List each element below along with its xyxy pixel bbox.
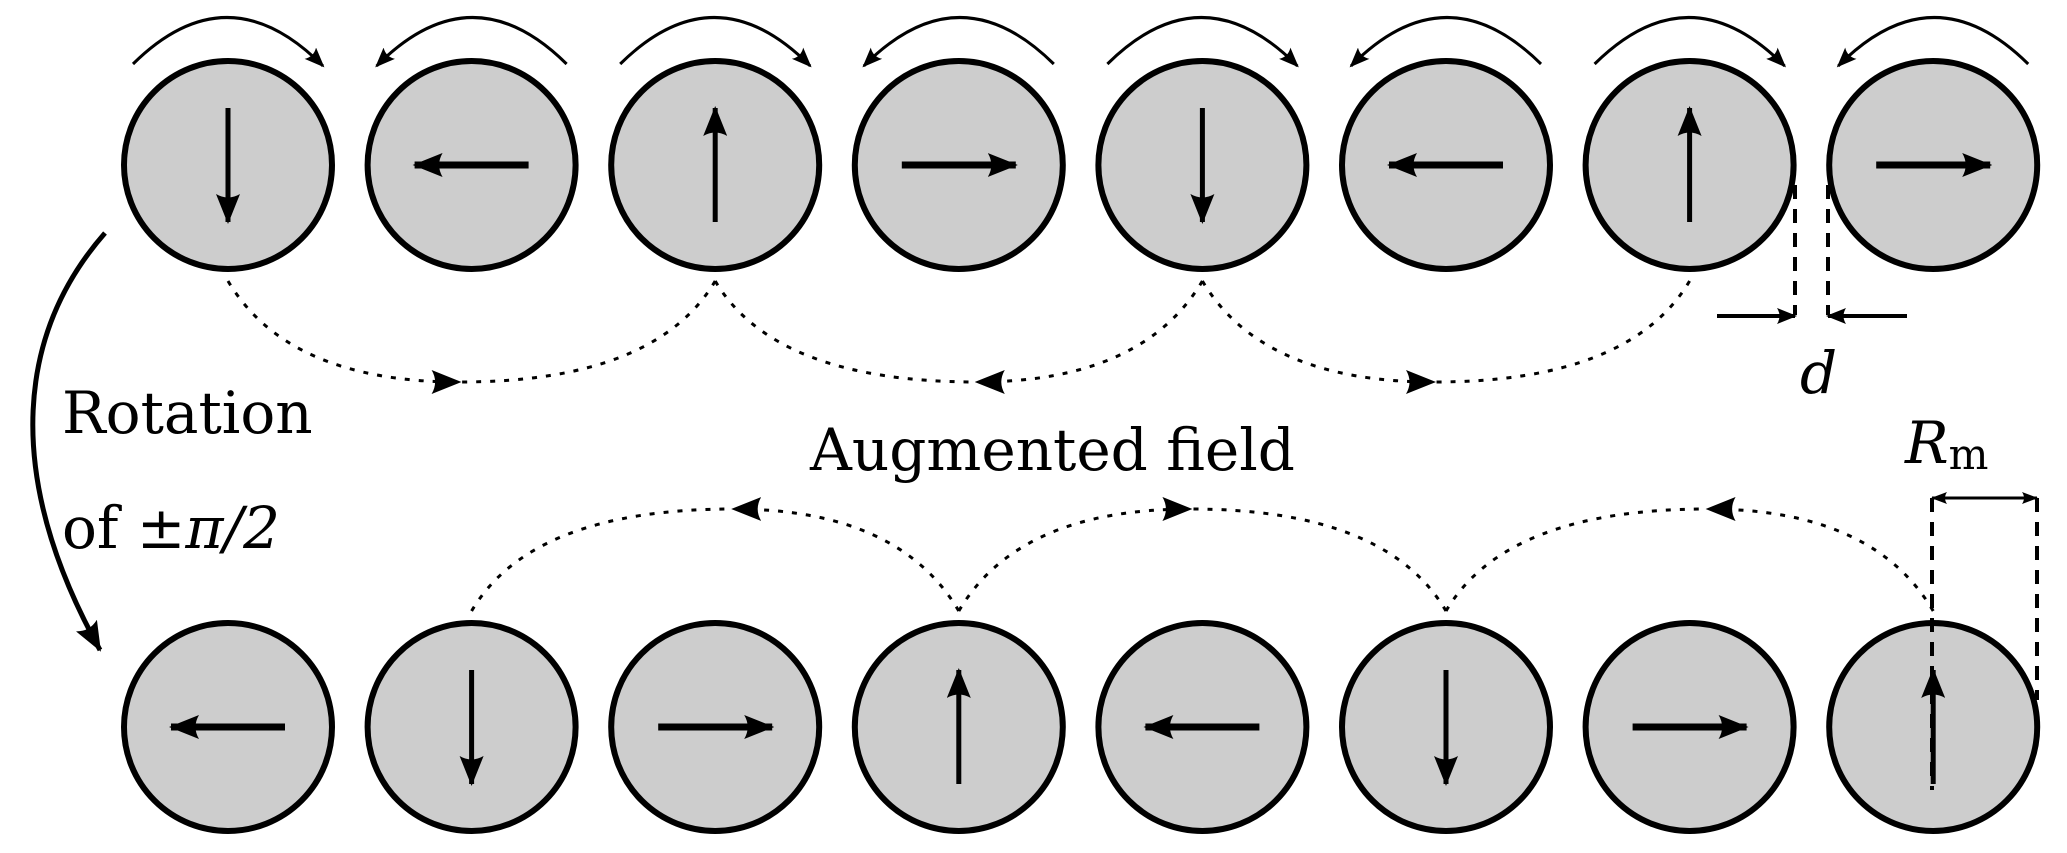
top-row-disks	[121, 58, 2041, 272]
bottom-row-disk	[364, 620, 579, 834]
top-augmented-field-arcs	[226, 280, 1691, 394]
top-row-disk	[1095, 58, 1310, 272]
clockwise-rotation-icon	[619, 16, 812, 68]
top-row-field-arc	[1201, 280, 1691, 394]
counterclockwise-rotation-icon	[1836, 16, 2030, 68]
bottom-row-disk	[1339, 620, 1553, 834]
rotation-label-line2: of ±π/2	[62, 494, 280, 562]
field-arrow-right-icon	[226, 280, 462, 394]
bottom-row-disk	[851, 620, 1066, 834]
counterclockwise-rotation-icon	[862, 16, 1055, 68]
top-row-disk	[121, 58, 335, 272]
field-arrow-right-icon	[957, 497, 1193, 612]
clockwise-rotation-icon	[1106, 16, 1299, 68]
bottom-row-disk	[1095, 620, 1310, 834]
clockwise-rotation-icon	[1593, 16, 1787, 68]
bottom-row-field-arc	[470, 497, 961, 612]
bottom-row-disk	[1582, 620, 1797, 834]
bottom-augmented-field-arcs	[470, 497, 1935, 612]
top-row-disk	[1826, 58, 2041, 272]
radius-label: Rm	[1904, 409, 1989, 479]
field-arc-segment	[1190, 507, 1448, 612]
radius-annotation: Rm	[1904, 409, 2039, 790]
field-arrow-left-icon	[974, 280, 1204, 394]
rotation-arrow-icon	[30, 231, 107, 652]
counterclockwise-rotation-icon	[375, 16, 568, 68]
field-arrow-left-icon	[731, 497, 961, 612]
field-arc-segment	[459, 280, 717, 384]
field-arc-segment	[470, 507, 734, 612]
augmented-field-label: Augmented field	[809, 416, 1295, 484]
gap-annotation: d	[1717, 185, 1907, 407]
counterclockwise-rotation-icon	[1349, 16, 1543, 68]
radius-symbol: R	[1904, 409, 1949, 477]
bottom-row-field-arc	[957, 497, 1448, 612]
top-row-disk	[1339, 58, 1553, 272]
bottom-row-disk	[608, 620, 823, 834]
top-row-disk	[364, 58, 579, 272]
top-row-disk	[1582, 58, 1797, 272]
bottom-row-field-arc	[1444, 497, 1935, 612]
rotation-label-prefix: of	[62, 494, 137, 562]
gap-label: d	[1800, 339, 1837, 407]
top-row-field-arc	[226, 280, 717, 394]
field-arc-segment	[713, 280, 977, 384]
rotation-label-line1: Rotation	[62, 379, 313, 447]
field-arc-segment	[1444, 507, 1708, 612]
rotation-angle: ±π/2	[137, 494, 280, 562]
radius-subscript: m	[1949, 430, 1989, 479]
top-row-field-arc	[713, 280, 1204, 394]
top-row-disk	[608, 58, 823, 272]
top-rotation-arrows	[131, 16, 2030, 68]
field-arrow-right-icon	[1201, 280, 1436, 394]
bottom-row-disks	[121, 620, 2041, 834]
field-arrow-left-icon	[1705, 497, 1935, 612]
top-row-disk	[851, 58, 1066, 272]
field-arc-segment	[1433, 280, 1691, 384]
bottom-row-disk	[121, 620, 335, 834]
clockwise-rotation-icon	[131, 16, 325, 68]
